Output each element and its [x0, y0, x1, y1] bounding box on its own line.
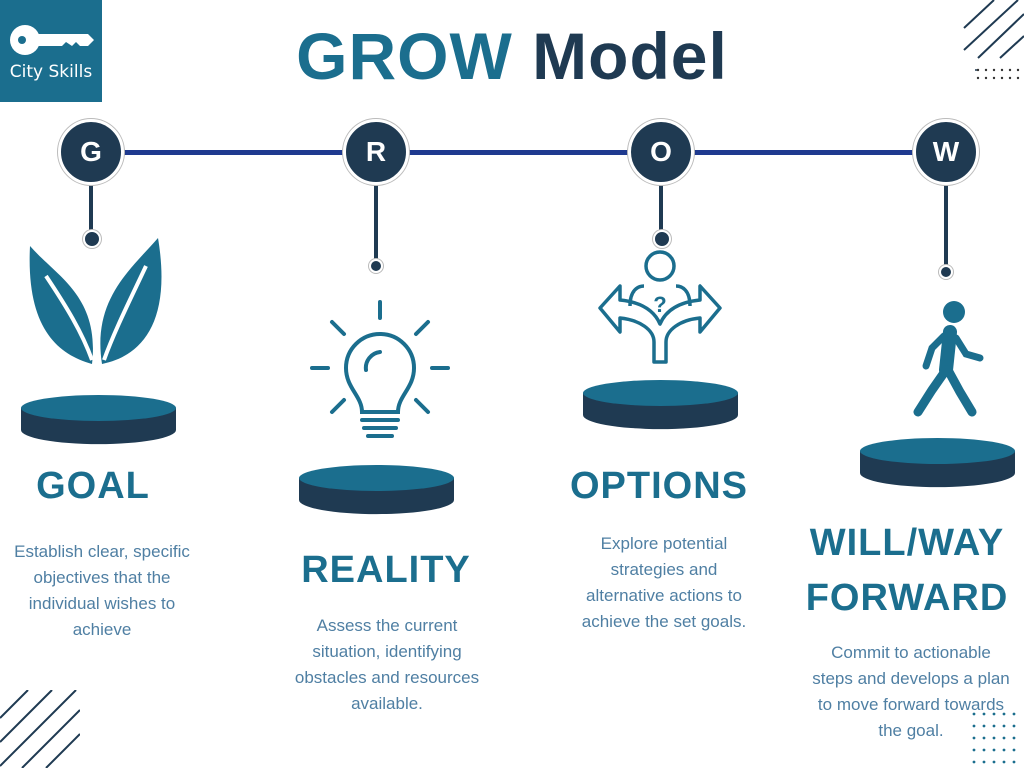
- reality-stem: [374, 180, 378, 262]
- goal-stem: [89, 180, 93, 234]
- will-stem: [944, 180, 948, 268]
- goal-heading: GOAL: [36, 465, 150, 507]
- options-dot: [653, 230, 671, 248]
- reality-description: Assess the current situation, identifyin…: [294, 616, 480, 713]
- city-skills-logo: City Skills: [0, 0, 102, 102]
- options-stem: [659, 180, 663, 234]
- node-w: W: [913, 119, 979, 185]
- person-question-arrows-icon: ?: [598, 250, 722, 364]
- reality-dot: [369, 259, 383, 273]
- node-o: O: [628, 119, 694, 185]
- title-model: Model: [532, 19, 728, 93]
- title-grow: GROW: [296, 19, 513, 93]
- goal-dot: [83, 230, 101, 248]
- reality-platform: [299, 465, 454, 515]
- node-r: R: [343, 119, 409, 185]
- will-heading-line1: WILL/WAY: [809, 522, 1005, 564]
- key-icon: [10, 25, 94, 55]
- will-description: Commit to actionable steps and develops …: [812, 643, 1010, 740]
- will-dot: [939, 265, 953, 279]
- hatch-decoration-bottom-left: [0, 690, 80, 768]
- options-heading: OPTIONS: [569, 465, 749, 507]
- goal-platform: [21, 395, 176, 445]
- options-platform: [583, 380, 738, 430]
- lightbulb-icon: [310, 300, 450, 438]
- leaves-icon: [29, 238, 162, 364]
- svg-text:?: ?: [653, 292, 666, 317]
- dots-decoration-bottom-right: [972, 712, 1016, 764]
- will-platform: [860, 438, 1015, 488]
- hatch-decoration-top-right: [963, 0, 1024, 80]
- goal-description: Establish clear, specific objectives tha…: [14, 542, 190, 639]
- node-g: G: [58, 119, 124, 185]
- logo-text: City Skills: [9, 62, 93, 82]
- walking-person-icon: [913, 301, 984, 417]
- reality-heading: REALITY: [301, 549, 471, 591]
- will-heading-line2: FORWARD: [805, 577, 1009, 619]
- timeline-line: [90, 150, 946, 155]
- page-title: GROW Model: [0, 18, 1024, 94]
- options-description: Explore potential strategies and alterna…: [581, 534, 747, 631]
